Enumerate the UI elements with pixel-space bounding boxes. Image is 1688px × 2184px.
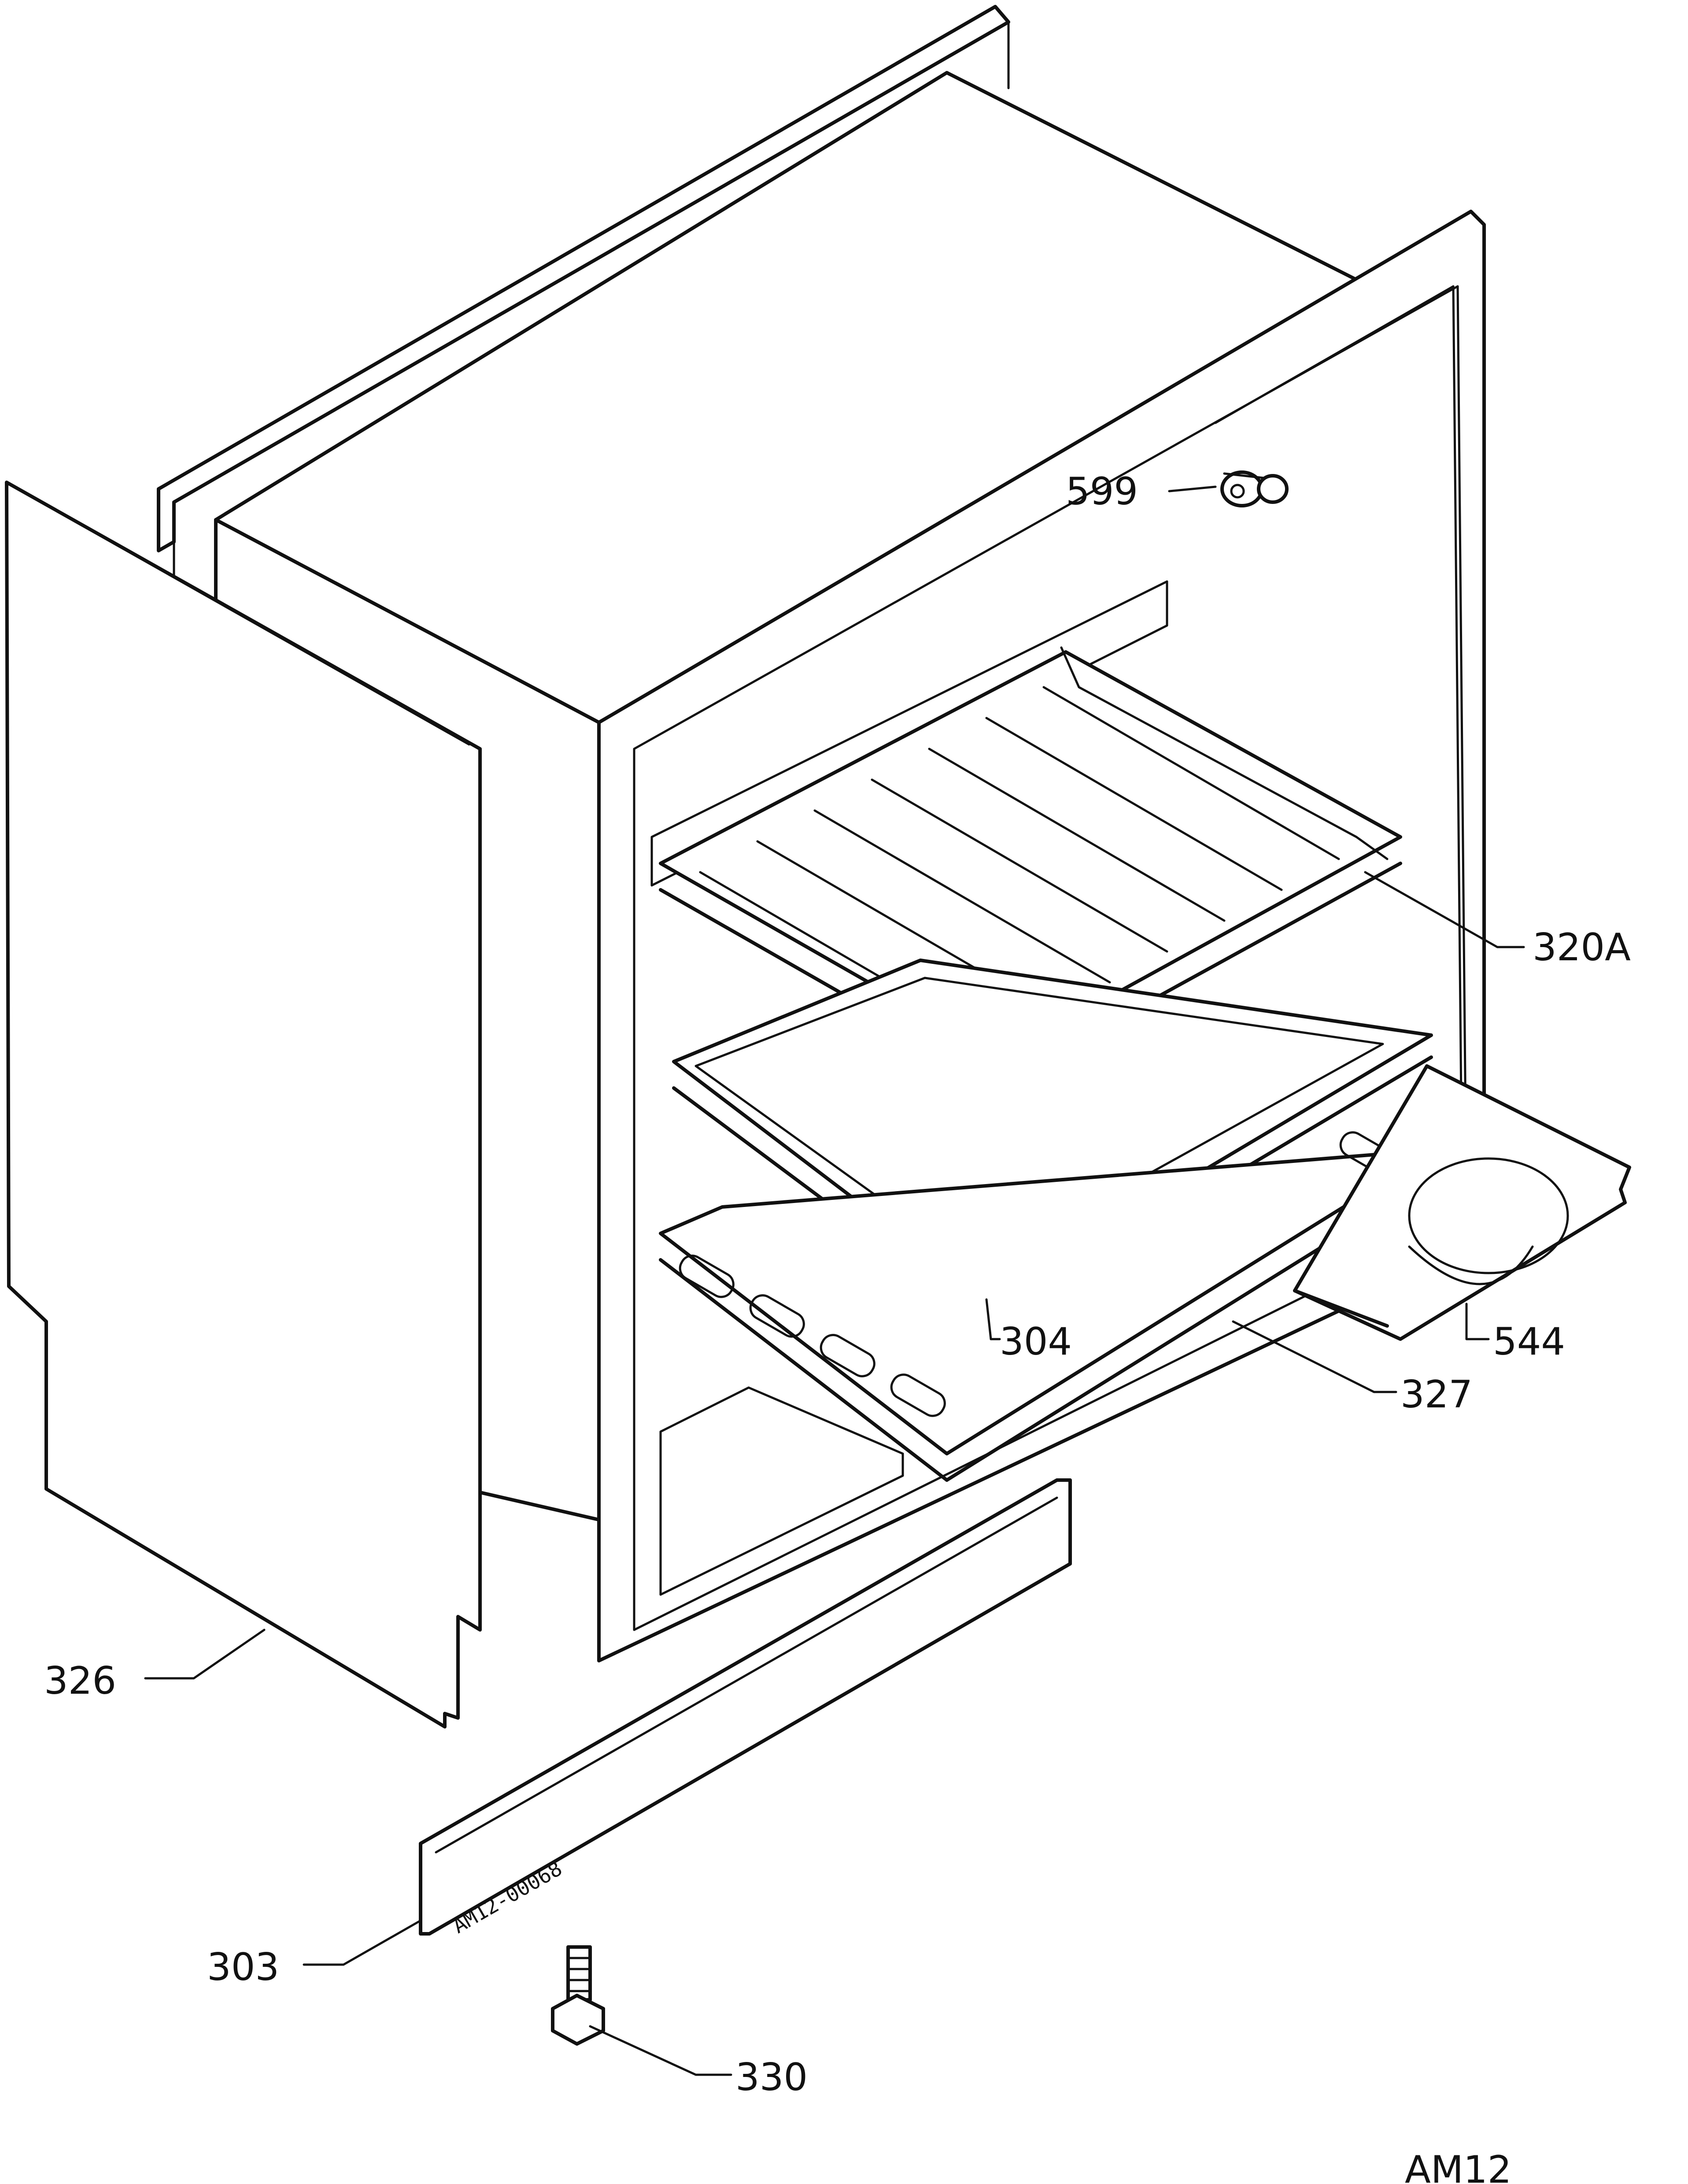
part-label-599: 599 <box>1066 470 1138 514</box>
side-panel-326 <box>5 481 482 1729</box>
part-label-327: 327 <box>1400 1373 1473 1417</box>
part-label-544: 544 <box>1493 1320 1565 1364</box>
part-label-320a: 320A <box>1533 925 1631 970</box>
part-label-330: 330 <box>735 2055 808 2099</box>
part-label-304: 304 <box>1000 1320 1072 1364</box>
heater-plate-544 <box>1293 1064 1631 1341</box>
screw-330 <box>551 1945 605 2046</box>
part-label-326: 326 <box>44 1659 116 1703</box>
kick-plate-303: AM12-00068 <box>419 1478 1072 1938</box>
diagram-code: AM12 <box>1405 2148 1511 2184</box>
oven-lamp-599 <box>1220 470 1289 507</box>
part-label-303: 303 <box>207 1945 279 1989</box>
leader-lines <box>144 485 1525 2076</box>
